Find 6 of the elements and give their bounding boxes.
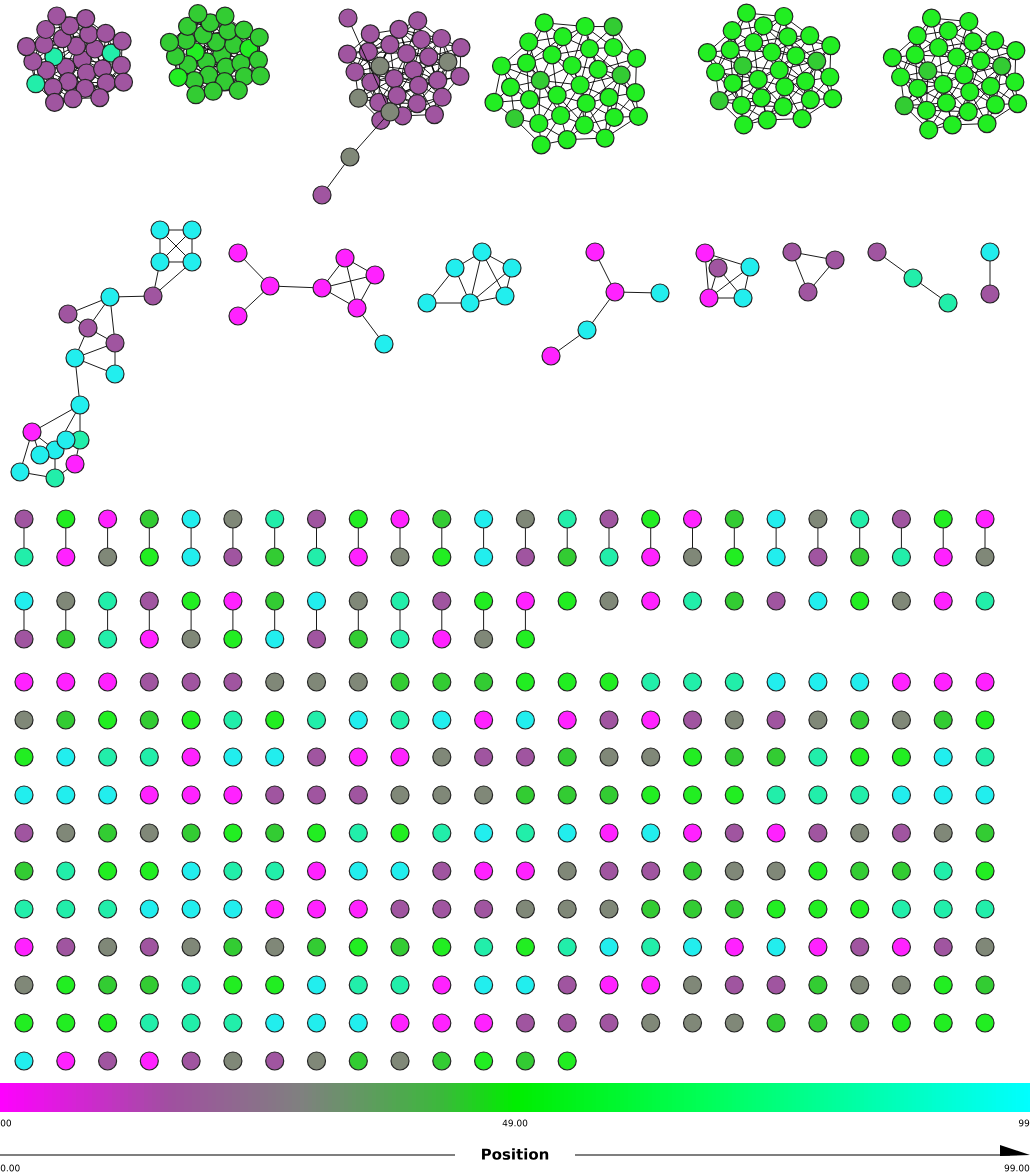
tick-label: 99 — [1018, 1119, 1030, 1127]
tick-label: 00 — [0, 1119, 12, 1127]
axis-value: 0.00 — [0, 1164, 20, 1172]
tick-label: 49.00 — [502, 1119, 528, 1127]
axis-value: 99.00 — [1004, 1164, 1030, 1172]
axis-title: Position — [482, 1148, 549, 1160]
